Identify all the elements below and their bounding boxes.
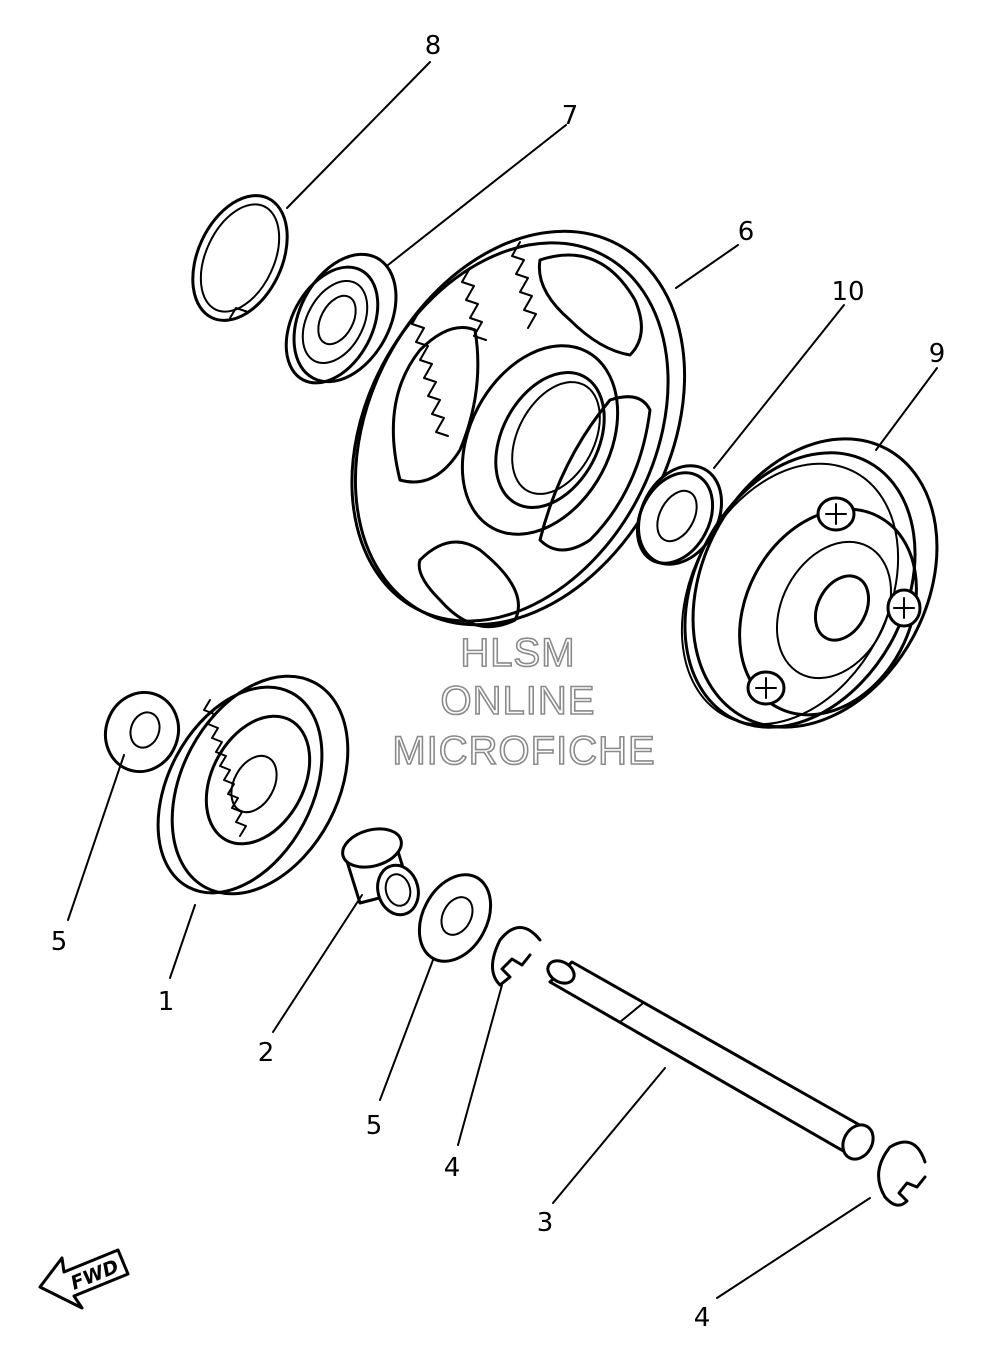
callout-5-middle: 5 [366, 1111, 383, 1141]
shaft-part-3 [546, 959, 875, 1161]
washer-part-5-left [104, 690, 180, 774]
callout-4-right: 4 [694, 1303, 711, 1333]
bearing-part-7 [284, 252, 398, 385]
callout-10: 10 [831, 277, 864, 307]
fwd-arrow-icon: FWD [38, 1248, 130, 1310]
screw-head [816, 496, 856, 532]
callout-3: 3 [537, 1208, 554, 1238]
screw-head [886, 588, 922, 628]
callout-6: 6 [738, 217, 755, 247]
callout-1: 1 [158, 987, 175, 1017]
clutch-part-9 [680, 437, 939, 729]
callout-labels: 8 7 6 10 9 5 1 2 5 4 3 4 [51, 31, 946, 1333]
watermark-line-1: HLSM [460, 631, 575, 675]
screw-head [746, 670, 786, 706]
e-clip-part-4-right [877, 1140, 927, 1207]
callout-leaders [67, 61, 938, 1299]
callout-9: 9 [929, 339, 946, 369]
watermark-line-2: ONLINE [441, 679, 596, 723]
callout-2: 2 [258, 1038, 275, 1068]
callout-7: 7 [562, 101, 579, 131]
washer-part-5-middle [417, 873, 493, 963]
starter-gear-part-6 [350, 229, 687, 629]
callout-4-middle: 4 [444, 1153, 461, 1183]
watermark: HLSM ONLINE MICROFICHE [392, 630, 656, 774]
watermark-line-3: MICROFICHE [392, 729, 655, 773]
idler-gear-part-1 [156, 674, 350, 896]
callout-8: 8 [425, 31, 442, 61]
e-clip-part-4-middle [491, 926, 542, 987]
circlip-part-8 [191, 194, 289, 322]
needle-bearing-part-2 [341, 827, 420, 917]
callout-5-left: 5 [51, 927, 68, 957]
